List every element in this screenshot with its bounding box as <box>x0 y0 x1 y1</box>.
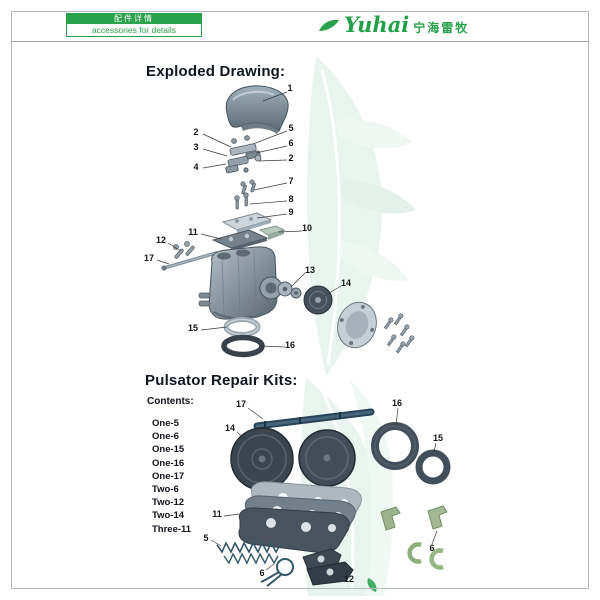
kit-6-clip-graphic <box>260 558 294 587</box>
brand-name: Yuhai <box>344 12 410 37</box>
callout-part-15: 15 <box>187 323 199 333</box>
part-8-screws-graphic <box>234 192 249 210</box>
screw-cluster-graphic <box>383 313 415 354</box>
callout-part-14: 14 <box>340 278 352 288</box>
leaf-swoosh-icon <box>319 19 339 31</box>
callout-part-5: 5 <box>288 123 294 133</box>
part-15-ring-graphic <box>223 317 261 337</box>
kit-callout-11: 11 <box>212 509 222 519</box>
list-item: One-15 <box>152 444 185 456</box>
part-7-pins-graphic <box>240 179 256 195</box>
brand-name-chinese: 宁海雷牧 <box>413 20 470 35</box>
callout-part-11: 11 <box>188 227 198 237</box>
repair-kits-title: Pulsator Repair Kits: <box>145 372 298 389</box>
list-item: One-17 <box>152 470 185 482</box>
brand-logo: Yuhai 宁海雷牧 <box>318 10 469 40</box>
callout-part-9: 9 <box>288 207 294 217</box>
kit-12-brackets-graphic <box>302 548 354 586</box>
exploded-leader-lines <box>156 91 342 348</box>
callout-part-6: 6 <box>288 138 294 148</box>
list-item: Three-11 <box>152 523 192 535</box>
callout-part-4: 4 <box>193 162 199 172</box>
part-14-diaphragm-graphic <box>303 285 333 315</box>
kit-callout-6b: 6 <box>429 543 435 553</box>
kit-17-shaft-graphic <box>253 408 375 430</box>
part-11-plate-graphic <box>211 229 269 251</box>
callout-part-8: 8 <box>288 194 294 204</box>
part-10-block-graphic <box>258 225 286 240</box>
part-16-ring-graphic <box>221 334 265 358</box>
kit-callout-5: 5 <box>203 533 209 543</box>
kit-callout-15: 15 <box>432 433 444 443</box>
part-13-discs-graphic <box>277 281 302 299</box>
callout-part-16: 16 <box>284 340 296 350</box>
accessories-badge: 配件详情 accessories for details <box>66 13 202 37</box>
kit-5-springs-graphic <box>216 541 281 565</box>
callout-part-17: 17 <box>143 253 155 263</box>
list-item: Two-12 <box>152 497 185 509</box>
kit-callout-14: 14 <box>224 423 236 433</box>
callout-part-2b: 2 <box>288 153 294 163</box>
contents-label: Contents: <box>147 396 194 407</box>
kit-15-oring-graphic <box>415 449 451 485</box>
list-item: Two-14 <box>152 510 185 522</box>
part-12-screws-graphic <box>173 241 195 259</box>
kit-callout-17: 17 <box>235 399 247 409</box>
kit-14-diaphragms-graphic <box>230 427 356 491</box>
list-item: One-6 <box>152 431 179 443</box>
header-divider <box>12 41 588 42</box>
list-item: One-16 <box>152 457 185 469</box>
kit-leader-lines <box>210 407 438 575</box>
callout-part-10: 10 <box>301 223 313 233</box>
callout-part-2a: 2 <box>193 127 199 137</box>
part-1-cover-graphic <box>225 85 289 134</box>
callout-part-3: 3 <box>193 142 199 152</box>
back-plate-graphic <box>337 301 377 349</box>
badge-chinese-label: 配件详情 <box>67 14 201 24</box>
list-item: Two-6 <box>152 484 179 496</box>
part-armature-graphic <box>225 135 262 174</box>
callout-part-12: 12 <box>155 235 167 245</box>
kit-11-gaskets-graphic <box>238 481 362 554</box>
kit-16-oring-graphic <box>371 422 419 470</box>
badge-english-label: accessories for details <box>91 25 177 35</box>
kit-6-claw-parts-graphic <box>380 505 448 531</box>
part-17-rod-graphic <box>161 251 218 271</box>
callout-part-7: 7 <box>288 176 294 186</box>
callout-part-1: 1 <box>287 83 293 93</box>
kit-e-clips-graphic <box>407 542 444 570</box>
pulsator-body-graphic <box>198 246 283 320</box>
kit-callout-12: 12 <box>343 574 355 584</box>
kit-callout-6a: 6 <box>259 568 265 578</box>
kit-callout-16: 16 <box>391 398 403 408</box>
callout-part-13: 13 <box>304 265 316 275</box>
part-9-plate-graphic <box>221 212 273 233</box>
contents-list: One-5 One-6 One-15 One-16 One-17 Two-6 T… <box>152 417 191 536</box>
exploded-drawing-title: Exploded Drawing: <box>146 63 286 80</box>
list-item: One-5 <box>152 418 179 429</box>
